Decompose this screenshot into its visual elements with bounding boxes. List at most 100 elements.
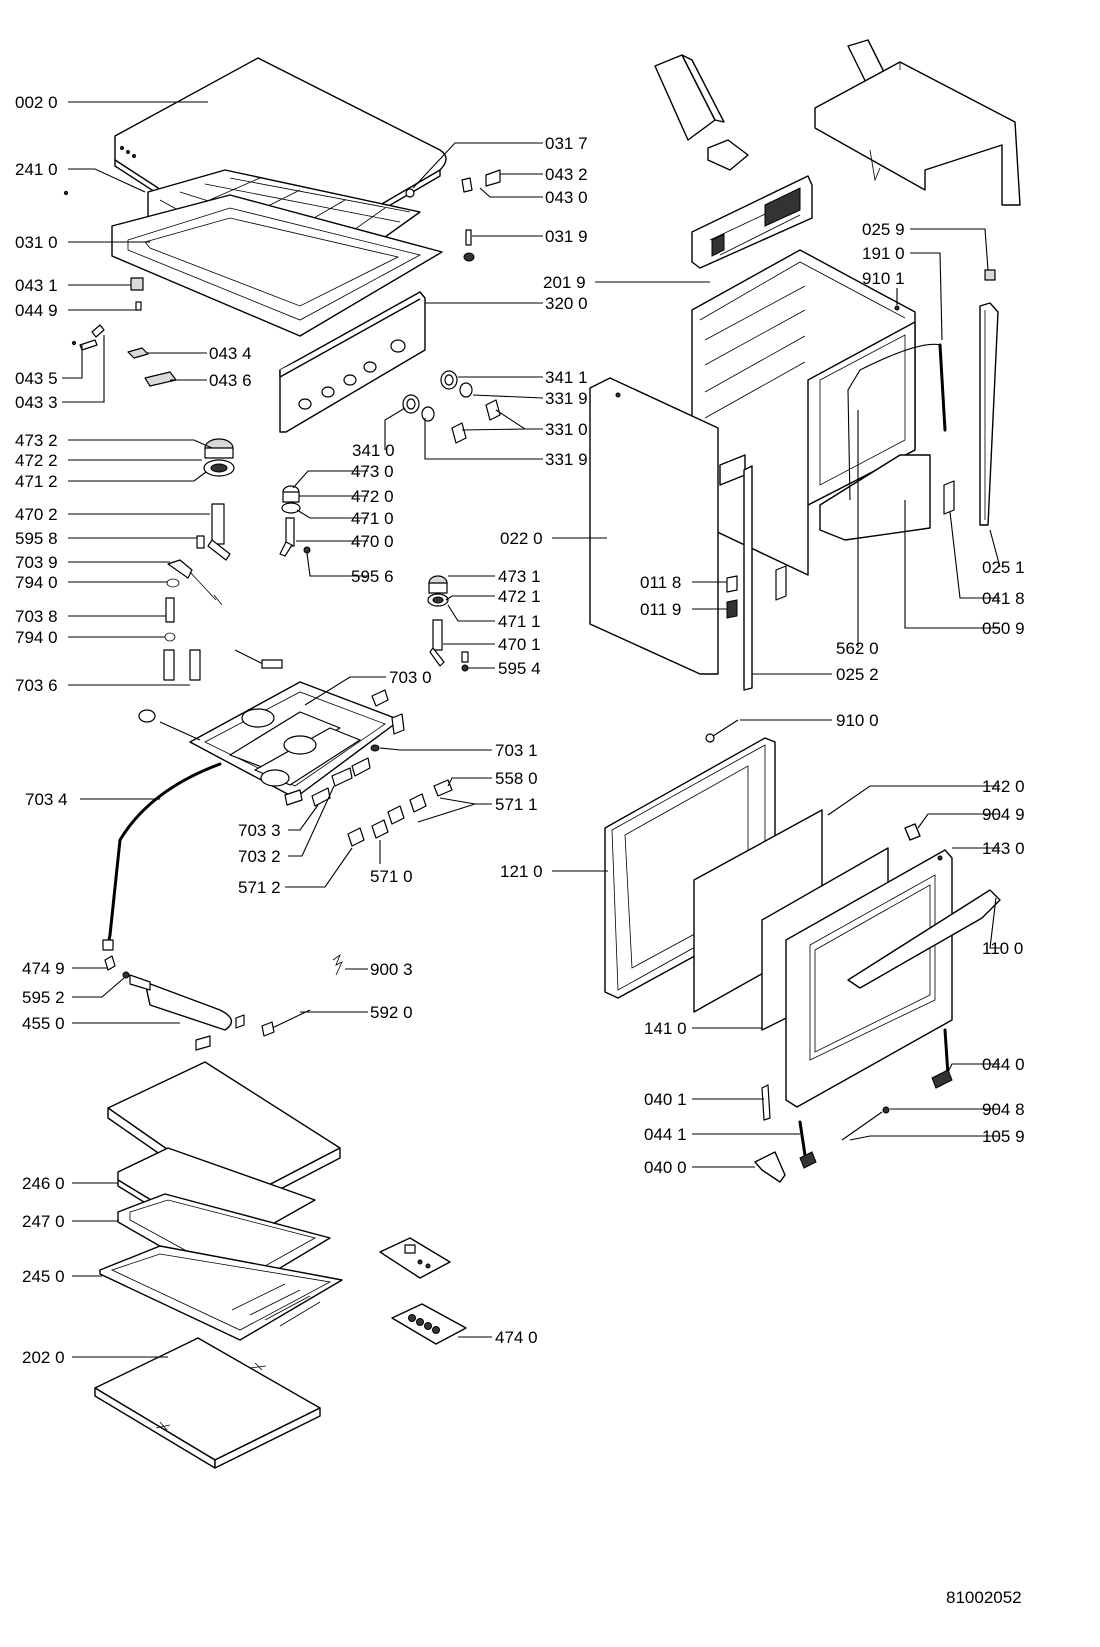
label-595-8: 595 8 [15,529,58,548]
label-595-6: 595 6 [351,567,394,586]
label-043-5: 043 5 [15,369,58,388]
label-455-0: 455 0 [22,1014,65,1033]
label-703-6: 703 6 [15,676,58,695]
label-241-0: 241 0 [15,160,58,179]
label-471-2: 471 2 [15,472,58,491]
label-320-0: 320 0 [545,294,588,313]
document-number: 81002052 [946,1588,1022,1607]
label-105-9: 105 9 [982,1127,1025,1146]
label-245-0: 245 0 [22,1267,65,1286]
label-031-0: 031 0 [15,233,58,252]
label-571-0: 571 0 [370,867,413,886]
label-703-1: 703 1 [495,741,538,760]
label-794-0-a: 794 0 [15,573,58,592]
label-558-0: 558 0 [495,769,538,788]
oven-door-assembly [604,737,1001,1108]
label-595-4: 595 4 [498,659,541,678]
side-panel-part [589,377,753,691]
label-562-0: 562 0 [836,639,879,658]
label-025-1: 025 1 [982,558,1025,577]
door-hinge-parts [754,1028,953,1183]
burner-assembly-left [163,438,235,681]
label-044-9: 044 9 [15,301,58,320]
label-110-0: 110 0 [982,939,1023,958]
label-247-0: 247 0 [22,1212,65,1231]
label-201-9: 201 9 [543,273,586,292]
label-703-0: 703 0 [389,668,432,687]
label-025-2: 025 2 [836,665,879,684]
burner-assembly-right [427,575,469,672]
label-331-0: 331 0 [545,420,588,439]
label-011-8: 011 8 [640,573,681,592]
label-341-1: 341 1 [545,368,588,387]
label-474-0: 474 0 [495,1328,538,1347]
label-900-3: 900 3 [370,960,413,979]
knob-parts [402,370,501,444]
label-043-3: 043 3 [15,393,58,412]
side-trim-parts [775,269,999,601]
label-471-1: 471 1 [498,612,541,631]
label-470-1: 470 1 [498,635,541,654]
label-470-0: 470 0 [351,532,394,551]
label-470-2: 470 2 [15,505,58,524]
leader-lines [62,101,1001,1358]
label-331-9-a: 331 9 [545,389,588,408]
label-025-9: 025 9 [862,220,905,239]
gas-pipe-part [102,762,222,951]
label-141-0: 141 0 [644,1019,687,1038]
label-571-1: 571 1 [495,795,538,814]
oven-tray-stack [94,1061,343,1469]
label-031-9: 031 9 [545,227,588,246]
label-474-9: 474 9 [22,959,65,978]
small-clip-parts [63,190,177,387]
back-panel-part [691,175,813,269]
label-910-1: 910 1 [862,269,905,288]
label-703-3: 703 3 [238,821,281,840]
label-794-0-b: 794 0 [15,628,58,647]
label-904-9: 904 9 [982,805,1025,824]
label-043-2: 043 2 [545,165,588,184]
label-341-0: 341 0 [352,441,395,460]
label-595-2: 595 2 [22,988,65,1007]
label-043-6: 043 6 [209,371,252,390]
control-panel-part [279,291,426,433]
label-011-9: 011 9 [640,600,681,619]
burner-assembly-middle [279,485,311,557]
label-043-1: 043 1 [15,276,58,295]
label-472-1: 472 1 [498,587,541,606]
label-044-0: 044 0 [982,1055,1025,1074]
label-471-0: 471 0 [351,509,394,528]
label-050-9: 050 9 [982,619,1025,638]
label-703-4: 703 4 [25,790,68,809]
label-002-0: 002 0 [15,93,58,112]
label-473-0: 473 0 [351,462,394,481]
label-473-1: 473 1 [498,567,541,586]
label-040-0: 040 0 [644,1158,687,1177]
label-031-7: 031 7 [545,134,588,153]
grill-burner-part [104,953,343,1051]
label-043-4: 043 4 [209,344,252,363]
label-022-0: 022 0 [500,529,543,548]
spare-parts-bag [379,1237,467,1345]
label-143-0: 143 0 [982,839,1025,858]
label-473-2: 473 2 [15,431,58,450]
label-592-0: 592 0 [370,1003,413,1022]
label-703-9: 703 9 [15,553,58,572]
callout-labels: 002 0 241 0 031 0 043 1 044 9 043 4 043 … [15,93,1025,1607]
oven-cavity-part [691,249,931,576]
label-910-0: 910 0 [836,711,879,730]
label-041-8: 041 8 [982,589,1025,608]
label-571-2: 571 2 [238,878,281,897]
label-040-1: 040 1 [644,1090,687,1109]
gas-manifold-assembly [138,649,405,807]
label-331-9-b: 331 9 [545,450,588,469]
cooktop-tray-part [111,194,443,337]
label-044-1: 044 1 [644,1125,687,1144]
rear-cover-parts [654,39,1021,206]
label-703-2: 703 2 [238,847,281,866]
valve-tap-parts [347,779,453,847]
label-246-0: 246 0 [22,1174,65,1193]
label-142-0: 142 0 [982,777,1025,796]
hinge-bracket-parts [405,169,501,262]
